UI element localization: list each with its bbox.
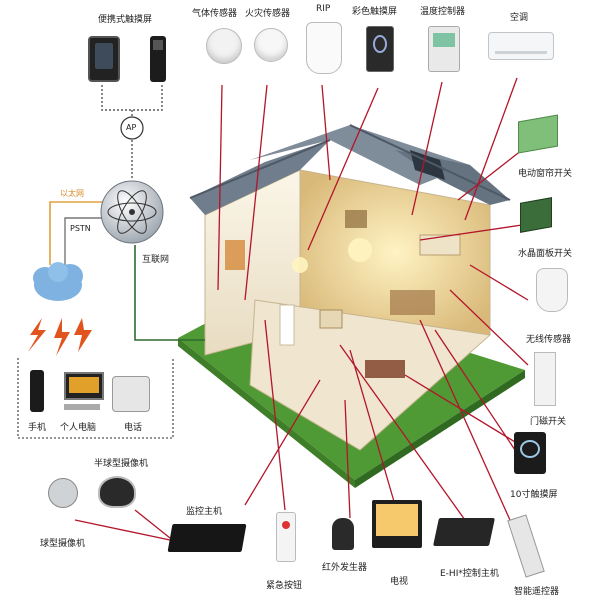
color-touch-screen-icon bbox=[366, 26, 394, 72]
label-smart-remote: 智能遥控器 bbox=[514, 587, 560, 597]
house-illustration bbox=[178, 124, 525, 488]
portable-touch-screen-icon bbox=[88, 36, 120, 82]
label-door-magnet-switch: 门磁开关 bbox=[530, 417, 567, 427]
label-ap: AP bbox=[126, 123, 137, 132]
label-fire-sensor: 火灾传感器 bbox=[245, 9, 291, 19]
label-ehi-controller: E-HI*控制主机 bbox=[440, 569, 499, 579]
rip-sensor-icon bbox=[306, 22, 342, 74]
label-portable-touch-screen: 便携式触摸屏 bbox=[98, 15, 153, 25]
label-tv: 电视 bbox=[390, 577, 409, 587]
label-gas-sensor: 气体传感器 bbox=[192, 9, 238, 19]
crystal-panel-switch-icon bbox=[520, 197, 552, 233]
lightning-icons bbox=[28, 318, 92, 356]
fire-sensor-icon bbox=[254, 28, 288, 62]
network-links bbox=[17, 85, 205, 439]
label-crystal-panel-switch: 水晶面板开关 bbox=[518, 249, 573, 259]
label-pstn: PSTN bbox=[70, 224, 91, 233]
leader-lines bbox=[74, 77, 529, 541]
gas-sensor-icon bbox=[206, 28, 242, 64]
emergency-button-icon bbox=[276, 512, 296, 562]
temperature-controller-icon bbox=[428, 26, 460, 72]
door-magnet-switch-icon bbox=[534, 352, 556, 406]
ehi-controller-icon bbox=[433, 518, 495, 546]
label-telephone: 电话 bbox=[124, 423, 143, 433]
infrared-emitter-icon bbox=[332, 518, 354, 550]
label-phone: 手机 bbox=[28, 423, 47, 433]
roof-left bbox=[190, 140, 330, 215]
label-color-touch-screen: 彩色触摸屏 bbox=[352, 7, 398, 17]
cloud-icon bbox=[33, 262, 83, 301]
label-monitor-host: 监控主机 bbox=[186, 507, 223, 517]
phone-icon bbox=[30, 370, 44, 412]
monitor-host-icon bbox=[167, 524, 247, 552]
portable-remote-icon bbox=[150, 36, 166, 82]
label-internet: 互联网 bbox=[142, 255, 170, 265]
label-wireless-sensor: 无线传感器 bbox=[526, 335, 572, 345]
personal-computer-icon bbox=[58, 372, 104, 412]
dome-camera-icon bbox=[98, 476, 136, 508]
ap-node bbox=[120, 116, 144, 140]
label-hemispherical-camera: 半球型摄像机 bbox=[94, 459, 149, 469]
label-electric-window-switch: 电动窗帘开关 bbox=[518, 169, 573, 179]
internet-globe-icon bbox=[100, 180, 164, 244]
label-emergency-button: 紧急按钮 bbox=[266, 581, 303, 591]
telephone-icon bbox=[112, 376, 150, 412]
air-conditioner-icon bbox=[488, 32, 554, 60]
ball-camera-icon bbox=[48, 468, 78, 508]
label-touch-screen-10inch: 10寸触摸屏 bbox=[510, 490, 558, 500]
label-infrared-emitter: 红外发生器 bbox=[322, 563, 368, 573]
label-rip: RIP bbox=[316, 4, 331, 14]
touch-screen-10inch-icon bbox=[514, 432, 546, 474]
label-personal-computer: 个人电脑 bbox=[60, 423, 97, 433]
tv-icon bbox=[372, 500, 422, 548]
label-ethernet: 以太网 bbox=[60, 189, 84, 198]
label-temperature-controller: 温度控制器 bbox=[420, 7, 466, 17]
label-dome-camera: 球型摄像机 bbox=[40, 539, 86, 549]
wireless-sensor-icon bbox=[536, 268, 568, 312]
label-air-conditioner: 空调 bbox=[510, 13, 529, 23]
